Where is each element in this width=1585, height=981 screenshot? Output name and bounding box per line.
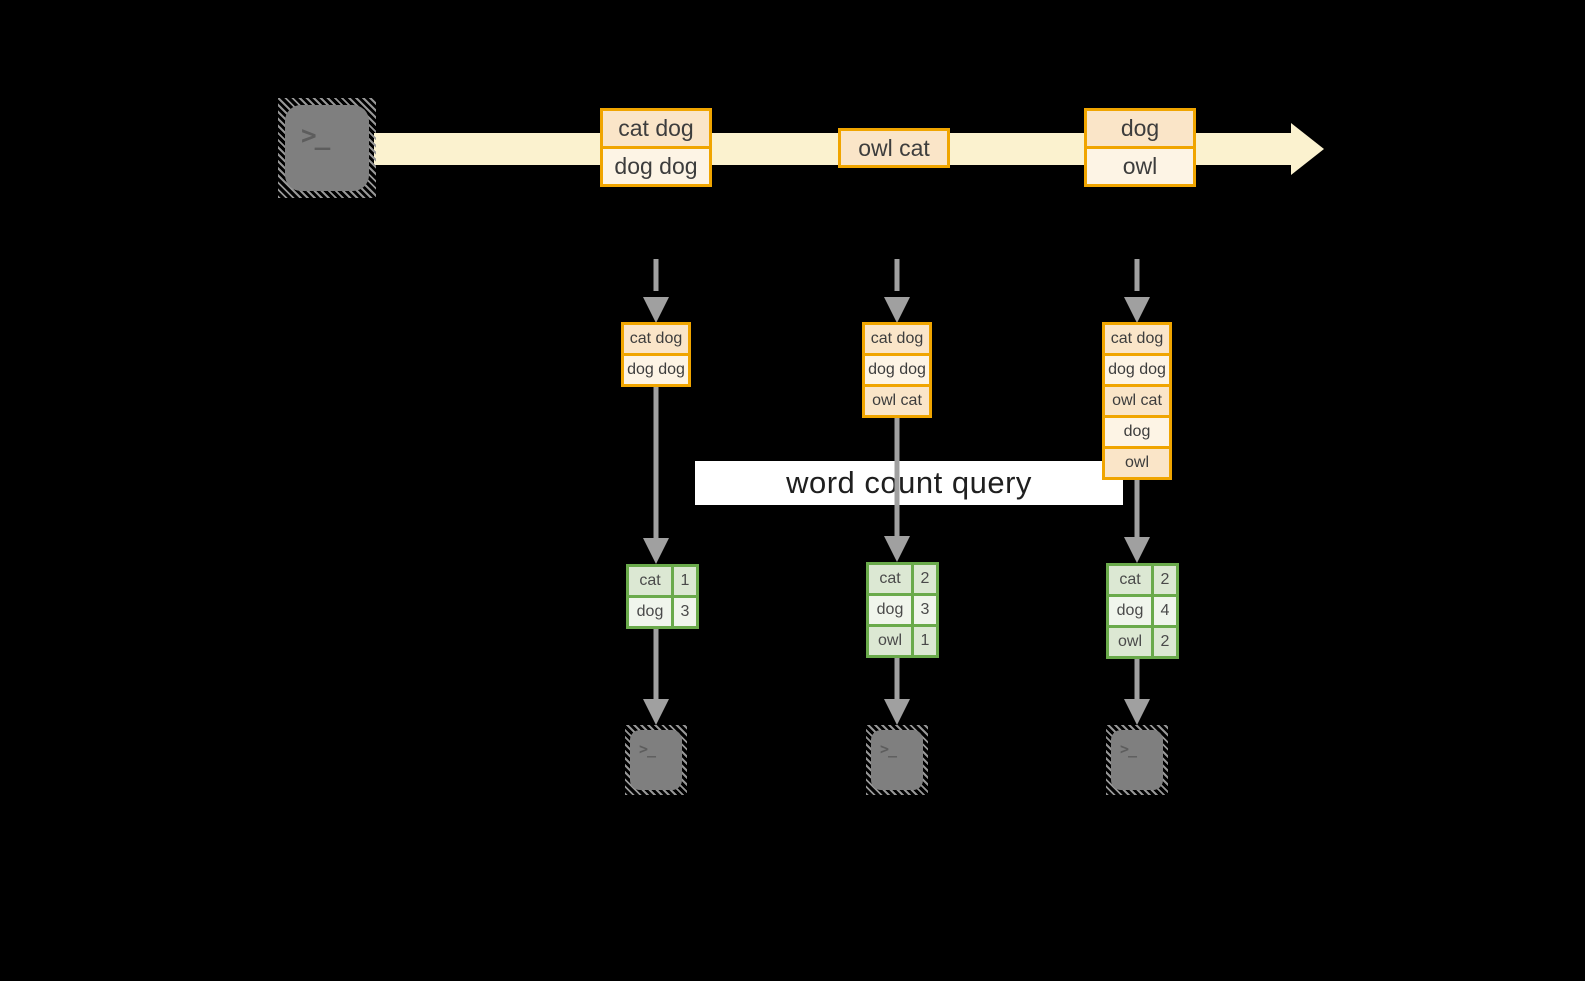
dashed-arrow-2 xyxy=(884,259,910,323)
word-cell: dog xyxy=(869,596,911,624)
count-table-1: cat 1 dog 3 xyxy=(626,564,699,629)
word-cell: cat xyxy=(1109,566,1151,594)
buffer-row: dog dog xyxy=(865,356,929,384)
count-cell: 1 xyxy=(914,627,936,655)
word-cell: dog xyxy=(629,598,671,626)
stream-arrowhead-icon xyxy=(1291,123,1324,175)
buffer-row: cat dog xyxy=(624,325,688,353)
terminal-prompt-icon: >_ xyxy=(880,740,897,758)
word-cell: dog xyxy=(1109,597,1151,625)
connector-arrow xyxy=(643,387,669,564)
terminal-screen: >_ xyxy=(285,105,369,191)
buffer-box-1: cat dog dog dog xyxy=(621,322,691,387)
source-terminal-icon: >_ xyxy=(278,98,376,198)
terminal-screen: >_ xyxy=(1111,730,1163,790)
event-line: owl cat xyxy=(841,131,947,165)
stream-event-2: owl cat xyxy=(838,128,950,168)
count-cell: 3 xyxy=(914,596,936,624)
count-cell: 2 xyxy=(914,565,936,593)
count-cell: 3 xyxy=(674,598,696,626)
count-table-3: cat 2 dog 4 owl 2 xyxy=(1106,563,1179,659)
connector-arrow xyxy=(643,629,669,725)
word-cell: cat xyxy=(629,567,671,595)
count-cell: 2 xyxy=(1154,628,1176,656)
sink-terminal-icon-1: >_ xyxy=(625,725,687,795)
buffer-box-2: cat dog dog dog owl cat xyxy=(862,322,932,418)
dashed-arrow-3 xyxy=(1124,259,1150,323)
event-line: dog xyxy=(1087,111,1193,146)
word-cell: owl xyxy=(1109,628,1151,656)
buffer-row: cat dog xyxy=(1105,325,1169,353)
word-cell: cat xyxy=(869,565,911,593)
event-line: dog dog xyxy=(603,149,709,184)
stream-event-1: cat dog dog dog xyxy=(600,108,712,187)
buffer-row: dog dog xyxy=(1105,356,1169,384)
dashed-arrow-1 xyxy=(643,259,669,323)
buffer-box-3: cat dog dog dog owl cat dog owl xyxy=(1102,322,1172,480)
count-cell: 4 xyxy=(1154,597,1176,625)
connector-arrow xyxy=(884,418,910,562)
terminal-prompt-icon: >_ xyxy=(639,740,656,758)
event-line: cat dog xyxy=(603,111,709,146)
sink-terminal-icon-2: >_ xyxy=(866,725,928,795)
connector-arrow xyxy=(1124,659,1150,725)
terminal-screen: >_ xyxy=(630,730,682,790)
count-cell: 1 xyxy=(674,567,696,595)
terminal-screen: >_ xyxy=(871,730,923,790)
connector-arrow xyxy=(1124,480,1150,563)
count-table-2: cat 2 dog 3 owl 1 xyxy=(866,562,939,658)
buffer-row: dog dog xyxy=(624,356,688,384)
buffer-row: cat dog xyxy=(865,325,929,353)
buffer-row: owl xyxy=(1105,449,1169,477)
buffer-row: dog xyxy=(1105,418,1169,446)
query-label: word count query xyxy=(695,461,1123,505)
event-line: owl xyxy=(1087,149,1193,184)
buffer-row: owl cat xyxy=(1105,387,1169,415)
stream-event-3: dog owl xyxy=(1084,108,1196,187)
sink-terminal-icon-3: >_ xyxy=(1106,725,1168,795)
count-cell: 2 xyxy=(1154,566,1176,594)
connector-arrow xyxy=(884,658,910,725)
word-cell: owl xyxy=(869,627,911,655)
terminal-prompt-icon: >_ xyxy=(1120,740,1137,758)
terminal-prompt-icon: >_ xyxy=(301,121,330,151)
buffer-row: owl cat xyxy=(865,387,929,415)
